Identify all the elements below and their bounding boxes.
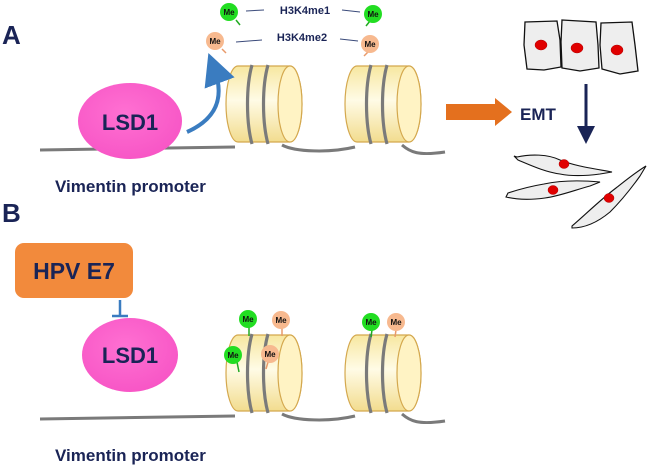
h3k4me2-label: H3K4me2 xyxy=(277,32,327,44)
emt-label: EMT xyxy=(520,105,557,124)
dna-strand xyxy=(39,412,446,425)
connector-line xyxy=(341,9,361,13)
svg-text:Me: Me xyxy=(390,318,402,327)
nucleosome-1 xyxy=(224,63,304,146)
panel-b-label: B xyxy=(2,198,21,228)
me2-mark: Me xyxy=(387,313,405,338)
inhibition-symbol xyxy=(112,300,128,318)
svg-text:Me: Me xyxy=(227,351,239,360)
panel-b: B HPV E7 LSD1 Me Me Me xyxy=(2,198,446,465)
me2-badge-left: Me xyxy=(206,32,227,54)
svg-text:Me: Me xyxy=(264,350,276,359)
panel-a: A LSD1 Me H3K4me1 Me Me H3K xyxy=(2,3,647,229)
me1-mark: Me xyxy=(239,310,257,336)
svg-text:Me: Me xyxy=(367,10,379,19)
connector-line xyxy=(339,38,359,42)
me1-mark: Me xyxy=(362,313,380,338)
svg-text:Me: Me xyxy=(365,318,377,327)
me1-badge-right: Me xyxy=(364,5,382,27)
lsd1-label: LSD1 xyxy=(102,110,158,135)
mesenchymal-cells xyxy=(505,154,647,229)
nucleosome-1 xyxy=(224,332,304,415)
epithelial-cells xyxy=(523,19,639,75)
svg-text:Me: Me xyxy=(242,315,254,324)
me2-badge-right: Me xyxy=(361,35,379,57)
h3k4me1-label: H3K4me1 xyxy=(280,5,330,17)
lsd1-enzyme xyxy=(78,83,182,159)
connector-line xyxy=(235,39,263,43)
demethylation-arrow xyxy=(186,53,235,134)
lsd1-label: LSD1 xyxy=(102,343,158,368)
svg-text:Me: Me xyxy=(364,40,376,49)
connector-line xyxy=(245,9,265,12)
svg-text:Me: Me xyxy=(209,37,221,46)
svg-text:Me: Me xyxy=(223,8,235,17)
hpv-e7-label: HPV E7 xyxy=(33,258,115,284)
panel-a-label: A xyxy=(2,20,21,50)
me1-mark: Me xyxy=(224,346,242,373)
me1-badge-left: Me xyxy=(220,3,241,26)
nucleosome-2 xyxy=(343,332,423,415)
svg-text:Me: Me xyxy=(275,316,287,325)
me2-mark: Me xyxy=(272,311,290,336)
hpv-e7-box xyxy=(15,243,133,298)
nucleosome-2 xyxy=(343,63,423,146)
emt-arrow xyxy=(446,98,512,126)
promoter-label-b: Vimentin promoter xyxy=(55,446,206,465)
me2-mark: Me xyxy=(261,345,279,370)
lsd1-enzyme xyxy=(82,318,178,392)
promoter-label-a: Vimentin promoter xyxy=(55,177,206,196)
